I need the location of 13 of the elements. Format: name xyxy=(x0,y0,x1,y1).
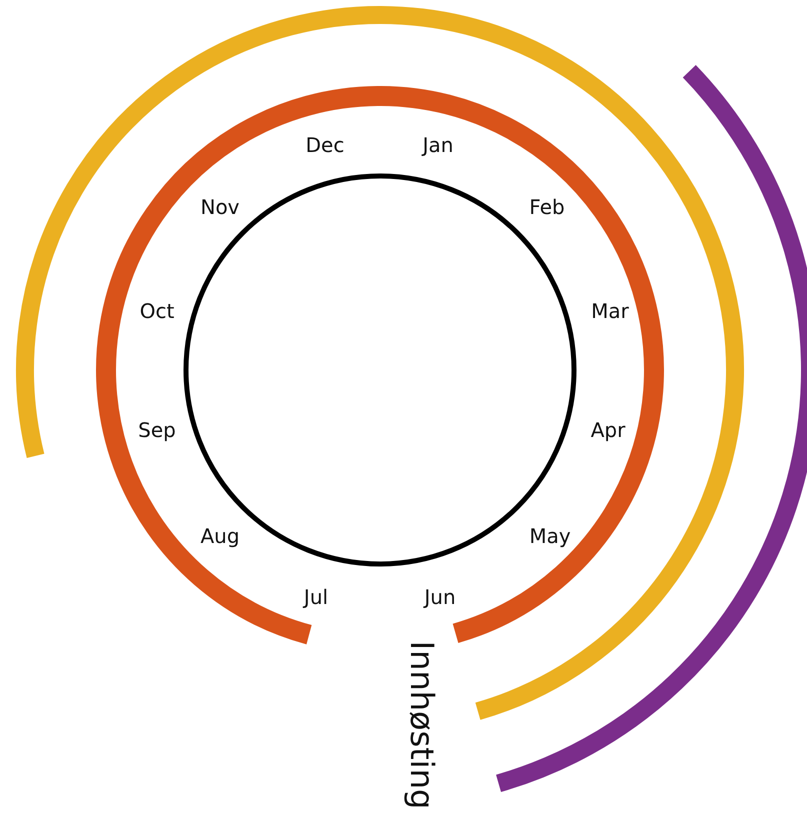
month-label: Jun xyxy=(424,585,456,609)
month-label: Nov xyxy=(200,195,240,219)
month-label: Apr xyxy=(590,418,626,442)
month-label: Jan xyxy=(422,133,454,157)
month-label: Aug xyxy=(200,524,240,548)
month-label: Dec xyxy=(306,133,344,157)
month-label: Feb xyxy=(529,195,565,219)
month-label: May xyxy=(529,524,571,548)
season-label: Innhøsting xyxy=(403,640,441,810)
month-label: Sep xyxy=(138,418,176,442)
month-label: Jul xyxy=(304,585,328,609)
month-label: Oct xyxy=(140,299,174,323)
month-label: Mar xyxy=(591,299,629,323)
